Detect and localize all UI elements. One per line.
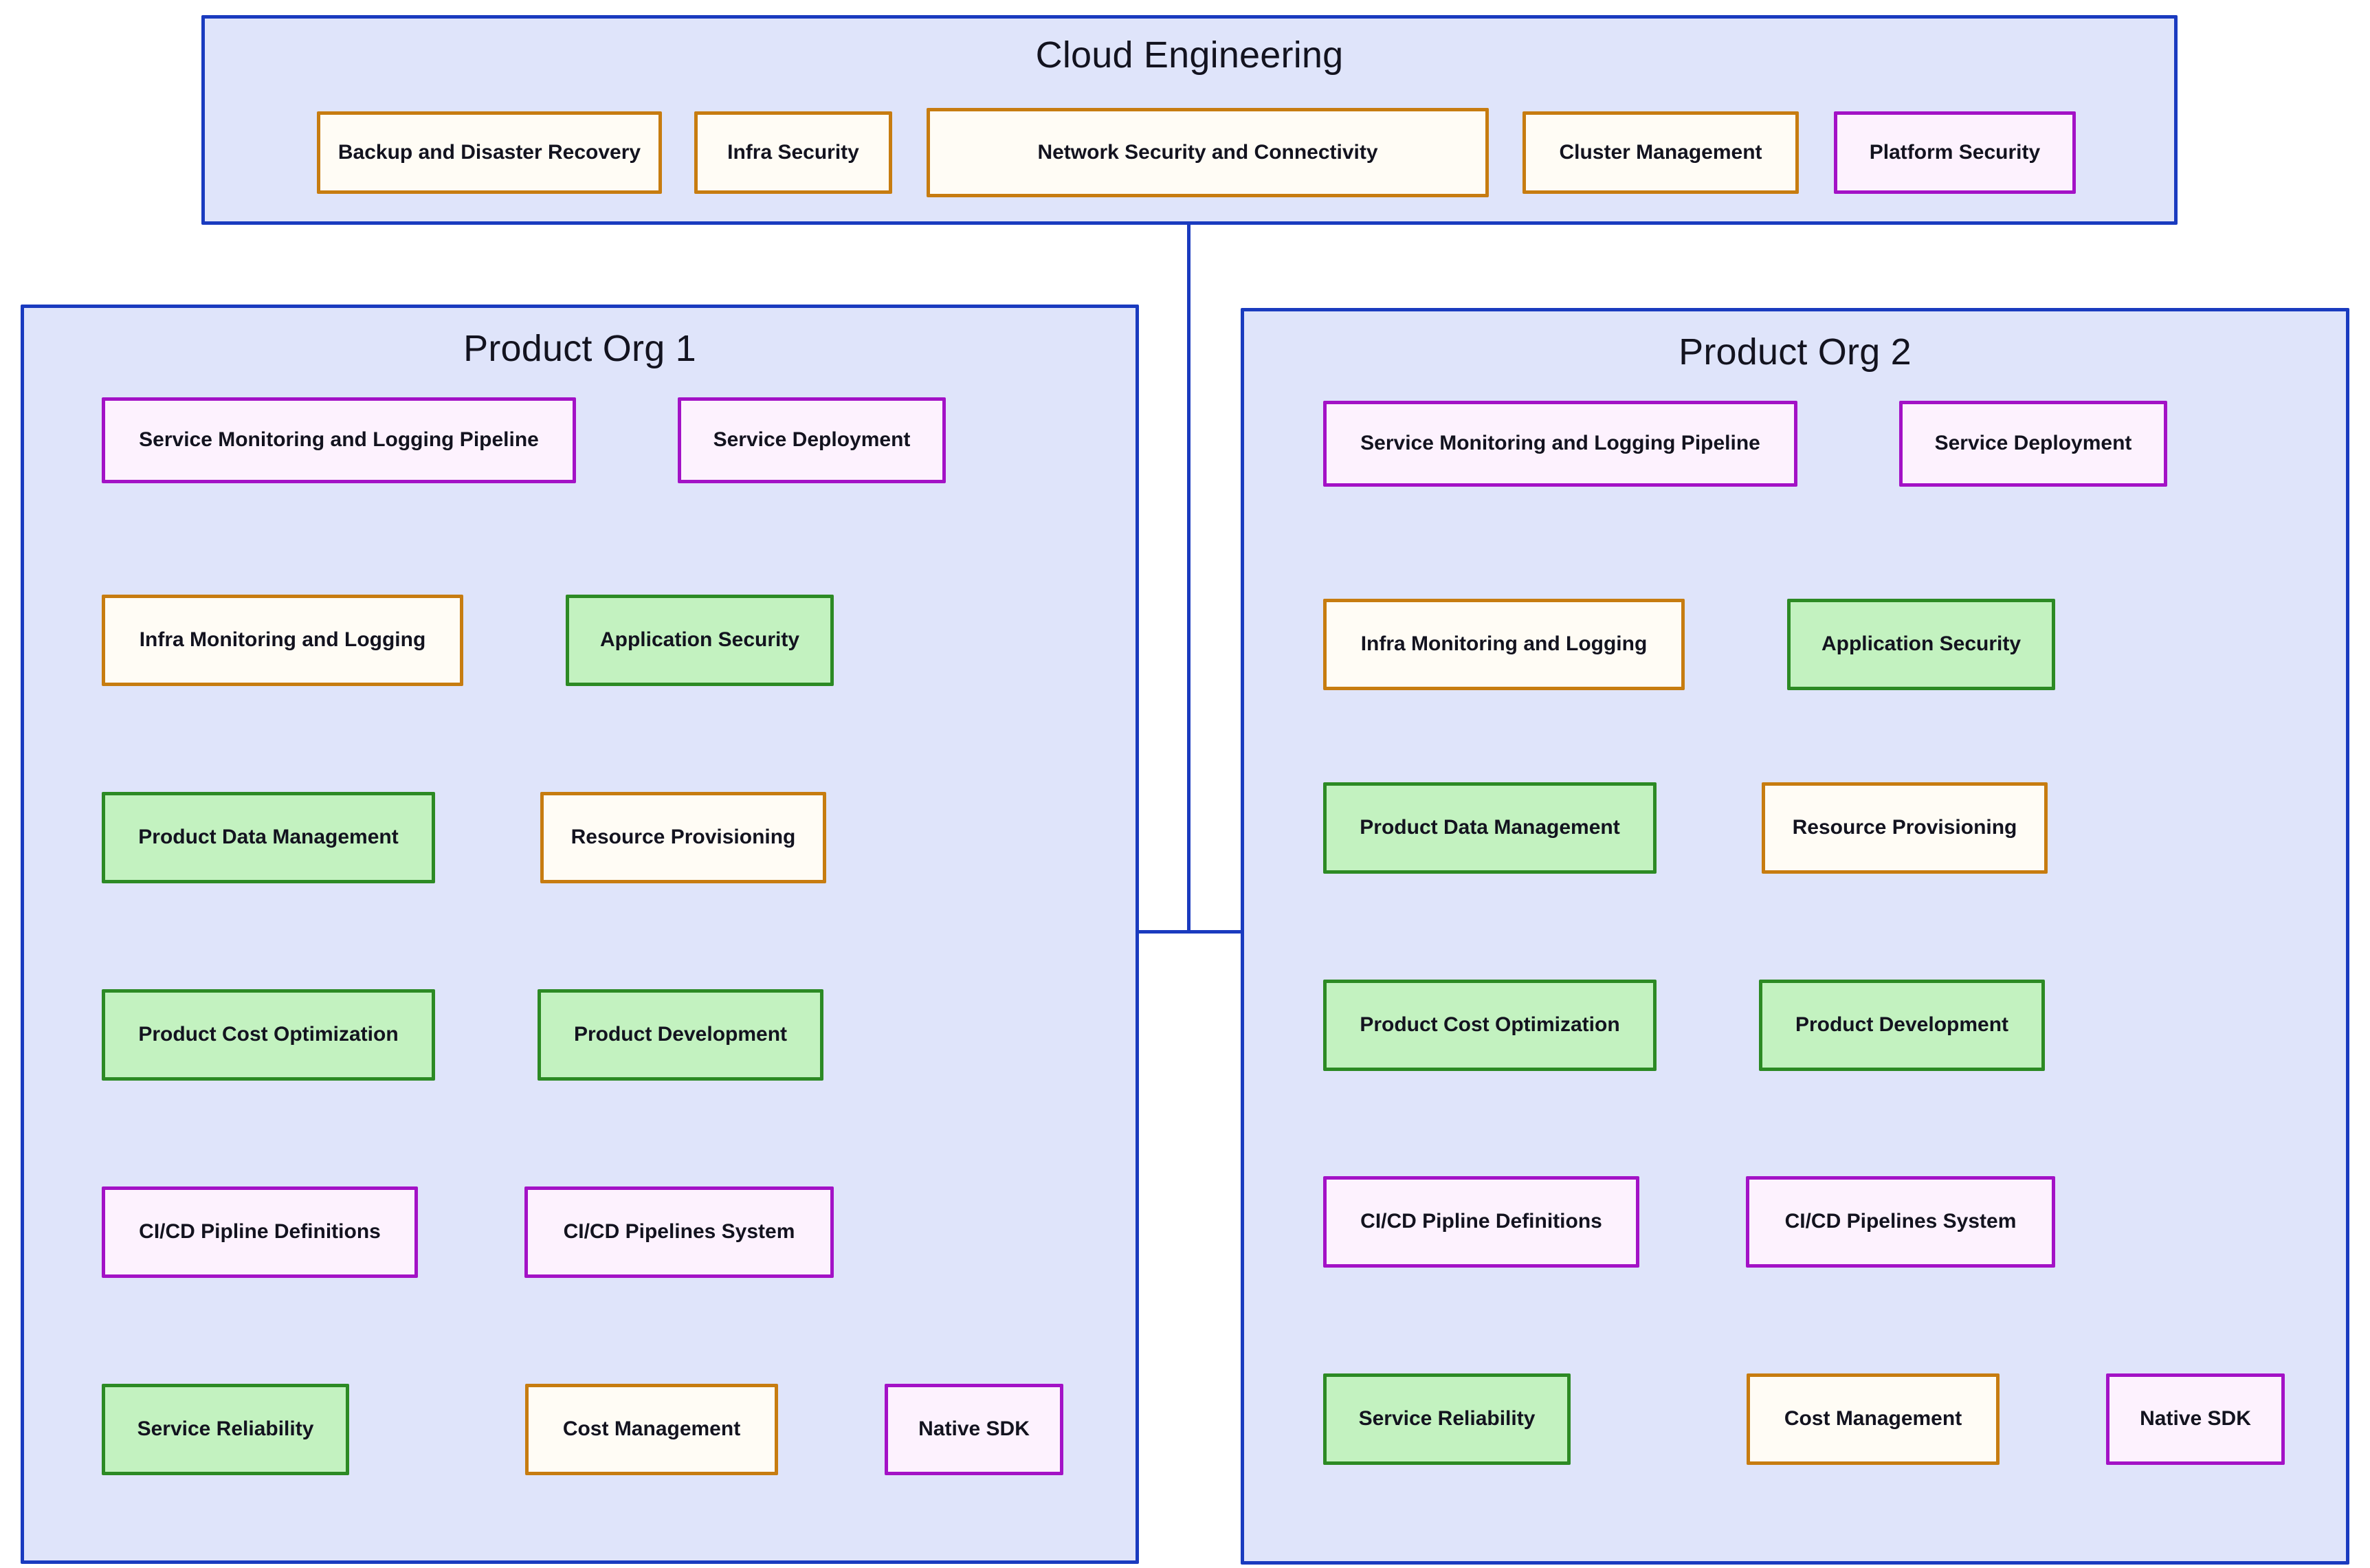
node-cluster-management[interactable]: Cluster Management bbox=[1522, 111, 1799, 194]
node-label: Product Cost Optimization bbox=[1360, 1013, 1620, 1037]
node-cost-management[interactable]: Cost Management bbox=[525, 1384, 778, 1475]
node-cicd-pipline-definitions[interactable]: CI/CD Pipline Definitions bbox=[102, 1186, 418, 1278]
product-org-2-title: Product Org 2 bbox=[1679, 331, 1912, 373]
connector-branch-left bbox=[1138, 930, 1190, 934]
node-resource-provisioning[interactable]: Resource Provisioning bbox=[1762, 782, 2048, 874]
node-cicd-pipelines-system[interactable]: CI/CD Pipelines System bbox=[1746, 1176, 2055, 1268]
node-label: Backup and Disaster Recovery bbox=[337, 140, 641, 164]
node-label: Cost Management bbox=[1784, 1407, 1962, 1431]
node-product-development[interactable]: Product Development bbox=[538, 989, 823, 1081]
node-label: Infra Monitoring and Logging bbox=[1360, 632, 1648, 656]
node-cost-management[interactable]: Cost Management bbox=[1747, 1373, 2000, 1465]
connector-branch-right bbox=[1187, 930, 1244, 934]
product-org-2-panel: Product Org 2 Service Monitoring and Log… bbox=[1241, 308, 2349, 1565]
node-cicd-pipelines-system[interactable]: CI/CD Pipelines System bbox=[524, 1186, 834, 1278]
node-label: Cost Management bbox=[562, 1417, 741, 1441]
node-label: Native SDK bbox=[918, 1417, 1030, 1441]
node-label: Service Monitoring and Logging Pipeline bbox=[139, 428, 539, 452]
node-label: Network Security and Connectivity bbox=[1037, 140, 1378, 164]
node-label: Infra Monitoring and Logging bbox=[139, 628, 426, 652]
node-label: Resource Provisioning bbox=[1792, 816, 2017, 839]
node-product-development[interactable]: Product Development bbox=[1759, 980, 2045, 1071]
node-label: Infra Security bbox=[727, 140, 859, 164]
node-label: Platform Security bbox=[1869, 140, 2041, 164]
node-product-cost-optimization[interactable]: Product Cost Optimization bbox=[1323, 980, 1657, 1071]
node-infra-security[interactable]: Infra Security bbox=[694, 111, 892, 194]
node-application-security[interactable]: Application Security bbox=[566, 595, 834, 686]
connector-trunk-vertical bbox=[1187, 223, 1190, 934]
node-label: Product Cost Optimization bbox=[138, 1023, 399, 1046]
node-native-sdk[interactable]: Native SDK bbox=[2106, 1373, 2285, 1465]
product-org-1-title: Product Org 1 bbox=[463, 328, 696, 369]
node-network-security-and-connectivity[interactable]: Network Security and Connectivity bbox=[927, 108, 1489, 197]
node-label: Service Deployment bbox=[1934, 432, 2132, 455]
node-label: Service Reliability bbox=[137, 1417, 314, 1441]
cloud-engineering-title: Cloud Engineering bbox=[1035, 34, 1344, 76]
node-label: Product Development bbox=[573, 1023, 788, 1046]
node-service-monitoring-and-logging-pipeline[interactable]: Service Monitoring and Logging Pipeline bbox=[1323, 401, 1797, 487]
node-label: Product Development bbox=[1795, 1013, 2009, 1037]
node-product-cost-optimization[interactable]: Product Cost Optimization bbox=[102, 989, 435, 1081]
node-label: Product Data Management bbox=[1360, 816, 1620, 839]
node-label: Native SDK bbox=[2140, 1407, 2251, 1431]
node-label: Cluster Management bbox=[1559, 140, 1762, 164]
node-service-monitoring-and-logging-pipeline[interactable]: Service Monitoring and Logging Pipeline bbox=[102, 397, 576, 483]
node-application-security[interactable]: Application Security bbox=[1787, 599, 2055, 690]
node-cicd-pipline-definitions[interactable]: CI/CD Pipline Definitions bbox=[1323, 1176, 1639, 1268]
node-product-data-management[interactable]: Product Data Management bbox=[102, 792, 435, 883]
node-native-sdk[interactable]: Native SDK bbox=[885, 1384, 1063, 1475]
node-label: Application Security bbox=[1821, 632, 2022, 656]
node-label: Service Reliability bbox=[1358, 1407, 1536, 1431]
node-label: CI/CD Pipline Definitions bbox=[1360, 1210, 1602, 1233]
node-infra-monitoring-and-logging[interactable]: Infra Monitoring and Logging bbox=[1323, 599, 1685, 690]
node-label: CI/CD Pipelines System bbox=[1784, 1210, 2017, 1233]
node-label: CI/CD Pipline Definitions bbox=[139, 1220, 381, 1244]
node-service-reliability[interactable]: Service Reliability bbox=[102, 1384, 349, 1475]
node-label: CI/CD Pipelines System bbox=[563, 1220, 795, 1244]
node-resource-provisioning[interactable]: Resource Provisioning bbox=[540, 792, 826, 883]
node-label: Service Deployment bbox=[713, 428, 911, 452]
node-infra-monitoring-and-logging[interactable]: Infra Monitoring and Logging bbox=[102, 595, 463, 686]
node-label: Resource Provisioning bbox=[571, 826, 796, 849]
node-service-deployment[interactable]: Service Deployment bbox=[1899, 401, 2167, 487]
node-platform-security[interactable]: Platform Security bbox=[1834, 111, 2076, 194]
node-label: Product Data Management bbox=[138, 826, 399, 849]
cloud-engineering-panel: Cloud Engineering Backup and Disaster Re… bbox=[201, 15, 2178, 225]
connector-left-drop bbox=[1138, 930, 1142, 933]
product-org-1-panel: Product Org 1 Service Monitoring and Log… bbox=[21, 305, 1139, 1564]
node-service-deployment[interactable]: Service Deployment bbox=[678, 397, 946, 483]
node-label: Service Monitoring and Logging Pipeline bbox=[1360, 432, 1760, 455]
node-service-reliability[interactable]: Service Reliability bbox=[1323, 1373, 1571, 1465]
node-product-data-management[interactable]: Product Data Management bbox=[1323, 782, 1657, 874]
node-label: Application Security bbox=[599, 628, 800, 652]
node-backup-and-disaster-recovery[interactable]: Backup and Disaster Recovery bbox=[317, 111, 662, 194]
